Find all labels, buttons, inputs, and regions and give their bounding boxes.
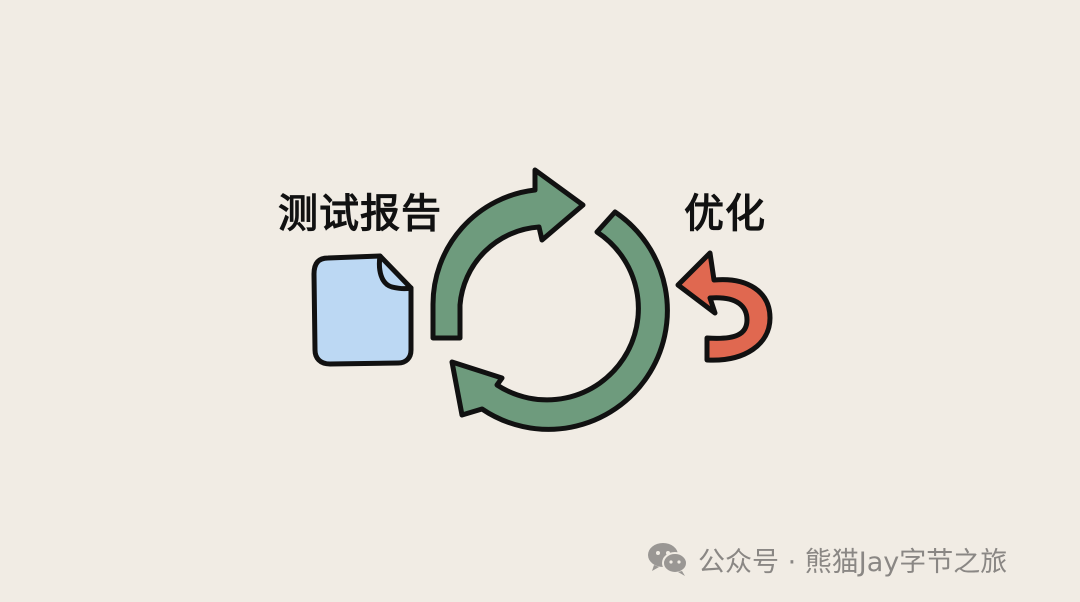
watermark: 公众号 · 熊猫Jay字节之旅 (646, 539, 1007, 579)
undo-arrow-icon (675, 250, 773, 363)
cycle-arrow-top (430, 167, 586, 341)
cycle-arrow-bottom (449, 209, 670, 432)
test-report-label: 测试报告 (278, 191, 442, 237)
document-icon (311, 253, 414, 367)
watermark-text: 公众号 · 熊猫Jay字节之旅 (698, 546, 1008, 578)
optimization-label: 优化 (684, 191, 766, 237)
wechat-icon (648, 543, 688, 576)
cycle-arrows-icon (430, 167, 670, 432)
